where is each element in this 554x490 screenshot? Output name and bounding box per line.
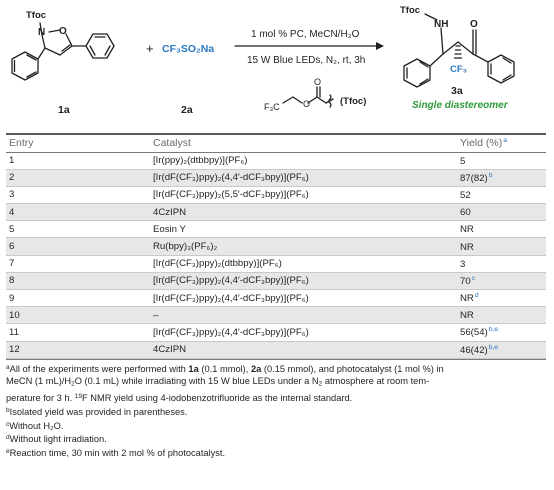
row-catalyst: 4CzIPN bbox=[153, 344, 187, 356]
table-row: 11 [Ir(dF(CF₃)ppy)₂(4,4′-dCF₃bpy)](PF₆) 56… bbox=[6, 324, 546, 342]
reactant-1a-phenyl-left bbox=[11, 51, 39, 81]
row-catalyst: [Ir(dF(CF₃)ppy)₂(dtbbpy)](PF₆) bbox=[153, 258, 282, 270]
reactant-1a-label: 1a bbox=[58, 104, 70, 116]
table-row: 5 Eosin Y NR bbox=[6, 221, 546, 239]
table-row: 4 4CzIPN 60 bbox=[6, 204, 546, 222]
header-entry: Entry bbox=[9, 137, 34, 149]
row-entry: 8 bbox=[9, 275, 15, 287]
reactant-1a-n-atom: N bbox=[38, 27, 45, 38]
conditions-bottom: 15 W Blue LEDs, N₂, rt, 3h bbox=[247, 55, 365, 66]
row-entry: 11 bbox=[9, 326, 19, 338]
footnote-a-line3: perature for 3 h. 19F NMR yield using 4-… bbox=[6, 393, 353, 404]
footnote-a: aAll of the experiments were performed w… bbox=[6, 363, 444, 374]
row-catalyst: – bbox=[153, 309, 159, 321]
row-catalyst: Eosin Y bbox=[153, 223, 186, 235]
results-table: Entry Catalyst Yield (%)a 1 [Ir(ppy)₂(dtb… bbox=[6, 133, 546, 459]
product-tfoc-label: Tfoc bbox=[400, 5, 420, 16]
table-row: 9 [Ir(dF(CF₃)ppy)₂(4,4′-dCF₃bpy)](PF₆) NRd bbox=[6, 290, 546, 308]
table-row: 3 [Ir(dF(CF₃)ppy)₂(5,5′-dCF₃bpy)](PF₆) 52 bbox=[6, 187, 546, 205]
row-catalyst: [Ir(dF(CF₃)ppy)₂(4,4′-dCF₃bpy)](PF₆) bbox=[153, 292, 309, 304]
table-footnotes: aAll of the experiments were performed w… bbox=[6, 358, 546, 460]
row-entry: 3 bbox=[9, 189, 15, 201]
conditions-top: 1 mol % PC, MeCN/H₂O bbox=[251, 29, 360, 40]
row-yield: 5 bbox=[460, 155, 466, 167]
table-header-row: Entry Catalyst Yield (%)a bbox=[6, 135, 546, 152]
row-entry: 2 bbox=[9, 172, 15, 184]
reactant-1a-tfoc-label: Tfoc bbox=[26, 10, 46, 21]
row-yield: NRd bbox=[460, 292, 479, 305]
product-o-label: O bbox=[470, 19, 478, 30]
table-header-rule bbox=[6, 151, 546, 153]
header-yield: Yield (%)a bbox=[460, 137, 507, 149]
row-entry: 7 bbox=[9, 258, 15, 270]
row-yield: NR bbox=[460, 224, 474, 236]
row-catalyst: [Ir(dF(CF₃)ppy)₂(4,4′-dCF₃bpy)](PF₆) bbox=[153, 326, 309, 338]
reactant-1a-o-atom: O bbox=[59, 26, 67, 37]
row-catalyst: [Ir(dF(CF₃)ppy)₂(5,5′-dCF₃bpy)](PF₆) bbox=[153, 189, 309, 201]
row-entry: 12 bbox=[9, 344, 20, 356]
table-row: 8 [Ir(dF(CF₃)ppy)₂(4,4′-dCF₃bpy)](PF₆) 70c bbox=[6, 272, 546, 290]
footnote-a-line2: MeCN (1 mL)/H2O (0.1 mL) while irradiati… bbox=[6, 376, 430, 388]
row-catalyst: 4CzIPN bbox=[153, 206, 187, 218]
table-row: 10 – NR bbox=[6, 307, 546, 325]
product-3a-structure bbox=[403, 13, 515, 88]
table-body: 1 [Ir(ppy)₂(dtbbpy)](PF₆) 5 2 [Ir(dF(CF₃)pp… bbox=[6, 153, 546, 359]
footnote-d: dWithout light irradiation. bbox=[6, 434, 107, 445]
row-yield: 60 bbox=[460, 207, 471, 219]
reactant-1a-isoxazole-ring bbox=[37, 22, 73, 60]
tfoc-group-structure bbox=[282, 86, 334, 108]
row-yield: 52 bbox=[460, 189, 471, 201]
product-3a-label: 3a bbox=[451, 85, 463, 97]
row-catalyst: [Ir(ppy)₂(dtbbpy)](PF₆) bbox=[153, 155, 248, 167]
table-row: 2 [Ir(dF(CF₃)ppy)₂(4,4′-dCF₃bpy)](PF₆) 87(… bbox=[6, 169, 546, 187]
reactant-2a-formula: CF₃SO₂Na bbox=[162, 43, 214, 55]
row-catalyst: Ru(bpy)₃(PF₆)₂ bbox=[153, 241, 218, 253]
row-catalyst: [Ir(dF(CF₃)ppy)₂(4,4′-dCF₃bpy)](PF₆) bbox=[153, 172, 309, 184]
footnote-e: eReaction time, 30 min with 2 mol % of p… bbox=[6, 447, 226, 458]
row-entry: 10 bbox=[9, 309, 20, 321]
row-yield: NR bbox=[460, 310, 474, 322]
row-yield: NR bbox=[460, 241, 474, 253]
table-row: 6 Ru(bpy)₃(PF₆)₂ NR bbox=[6, 238, 546, 256]
table-top-rule bbox=[6, 133, 546, 135]
tfoc-def-cf3: F₃C bbox=[264, 102, 280, 112]
footnote-b: bIsolated yield was provided in parenthe… bbox=[6, 407, 188, 418]
table-row: 7 [Ir(dF(CF₃)ppy)₂(dtbbpy)](PF₆) 3 bbox=[6, 256, 546, 273]
plus-sign: + bbox=[146, 41, 154, 56]
row-yield: 70c bbox=[460, 274, 476, 287]
row-yield: 87(82)b bbox=[460, 171, 493, 184]
row-entry: 1 bbox=[9, 155, 15, 167]
product-nh-label: NH bbox=[434, 19, 448, 30]
header-catalyst: Catalyst bbox=[153, 137, 191, 149]
row-yield: 46(42)b,e bbox=[460, 343, 499, 356]
row-yield: 3 bbox=[460, 258, 466, 270]
row-entry: 5 bbox=[9, 223, 15, 235]
tfoc-def-label: (Tfoc) bbox=[340, 96, 366, 107]
table-row: 1 [Ir(ppy)₂(dtbbpy)](PF₆) 5 bbox=[6, 153, 546, 170]
product-cf3-label: CF₃ bbox=[450, 64, 467, 75]
footnote-c: cWithout H₂O. bbox=[6, 420, 64, 431]
row-catalyst: [Ir(dF(CF₃)ppy)₂(4,4′-dCF₃bpy)](PF₆) bbox=[153, 275, 309, 287]
reactant-2a-label: 2a bbox=[181, 104, 193, 116]
row-entry: 9 bbox=[9, 292, 15, 304]
product-diastereomer-note: Single diastereomer bbox=[412, 100, 509, 111]
row-yield: 56(54)b,e bbox=[460, 326, 499, 339]
table-row: 12 4CzIPN 46(42)b,e bbox=[6, 341, 546, 359]
tfoc-def-o-carbonyl: O bbox=[314, 77, 321, 87]
reactant-1a-phenyl-right bbox=[71, 33, 115, 59]
tfoc-def-o-atom: O bbox=[303, 99, 310, 109]
row-entry: 6 bbox=[9, 241, 15, 253]
reaction-scheme: Tfoc N O 1a + CF₃SO₂Na 2a 1 mol % PC, Me… bbox=[11, 5, 515, 116]
row-entry: 4 bbox=[9, 206, 15, 218]
